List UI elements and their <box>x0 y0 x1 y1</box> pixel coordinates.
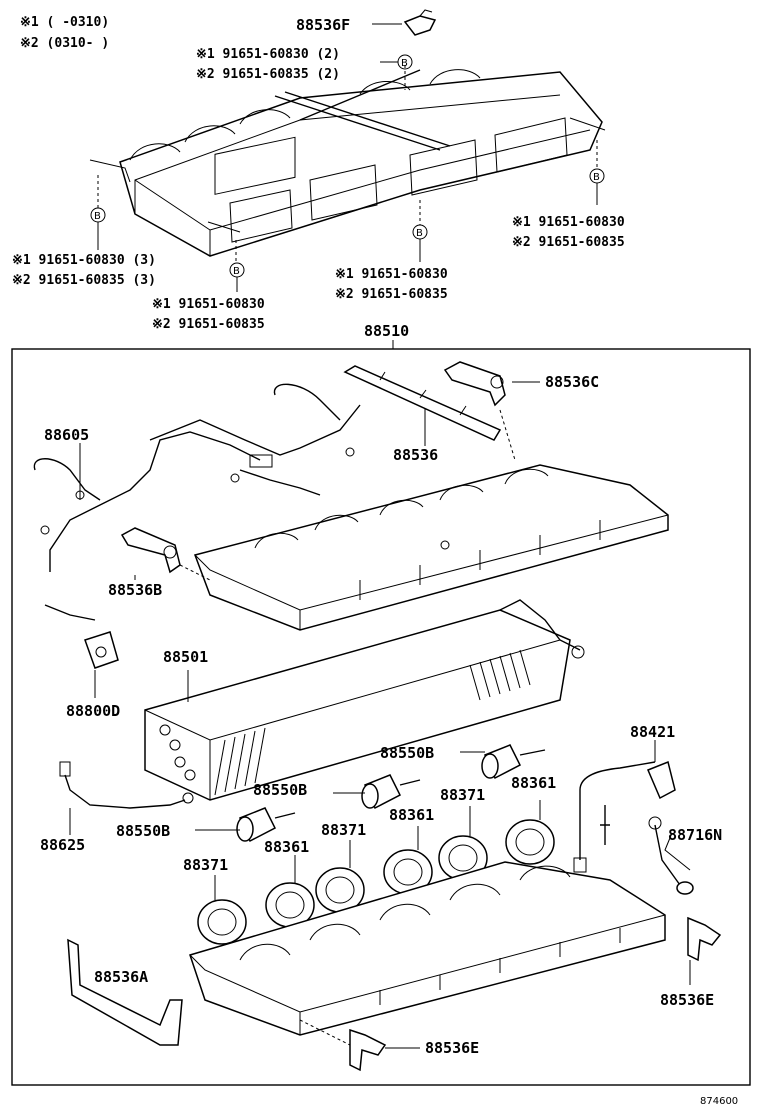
top-assembly-drawing <box>89 9 606 257</box>
part-88536E-bracket-2 <box>349 1028 387 1072</box>
label-88550B-1: 88550B <box>380 744 434 762</box>
part-88361-fan-1 <box>505 819 555 865</box>
part-88536E-bracket-1 <box>687 916 722 962</box>
bolt-mid-note-2: ※2 91651-60835 <box>335 287 448 302</box>
label-88501: 88501 <box>163 648 208 666</box>
label-88371-3: 88371 <box>183 856 228 874</box>
label-88536C: 88536C <box>545 373 599 391</box>
part-88371-fan-1 <box>438 835 488 881</box>
svg-text:B: B <box>416 228 423 239</box>
part-88625-wire <box>59 761 194 809</box>
label-88536F: 88536F <box>296 16 350 34</box>
bolt-marker-2: B <box>229 262 245 278</box>
bolt-marker-4: B <box>589 168 605 184</box>
label-88800D: 88800D <box>66 702 120 720</box>
bolt-marker-3: B <box>412 224 428 240</box>
bolt-low-note-1: ※1 91651-60830 <box>152 297 265 312</box>
label-88421: 88421 <box>630 723 675 741</box>
part-88501-evaporator <box>144 599 585 801</box>
bolt-mid-note-1: ※1 91651-60830 <box>335 267 448 282</box>
svg-text:B: B <box>233 266 240 277</box>
label-88536A: 88536A <box>94 968 148 986</box>
part-88536B-bracket <box>120 527 181 574</box>
part-88536-bracket <box>343 365 502 441</box>
label-88536E-1: 88536E <box>660 991 714 1009</box>
label-88550B-2: 88550B <box>253 781 307 799</box>
part-88550B-motor-2 <box>361 774 421 810</box>
bolt-marker-1: B <box>90 207 106 223</box>
part-88421-sensor <box>573 760 676 873</box>
note-2: ※2 (0310- ) <box>20 36 109 51</box>
svg-text:B: B <box>593 172 600 183</box>
bolt-left-note-2: ※2 91651-60835 (3) <box>12 273 156 288</box>
bolt-left-note-1: ※1 91651-60830 (3) <box>12 253 156 268</box>
label-88371-1: 88371 <box>440 786 485 804</box>
exploded-view-frame <box>11 348 751 1086</box>
label-88371-2: 88371 <box>321 821 366 839</box>
label-88550B-3: 88550B <box>116 822 170 840</box>
bolt-marker-5: B <box>397 54 413 70</box>
part-88371-fan-2 <box>315 867 365 913</box>
part-88536A-bracket <box>67 938 183 1046</box>
label-88716N: 88716N <box>668 826 722 844</box>
label-88361-2: 88361 <box>389 806 434 824</box>
svg-text:B: B <box>401 58 408 69</box>
part-88550B-motor-1 <box>481 744 546 780</box>
part-88536C-bracket <box>443 361 506 407</box>
upper-housing <box>194 464 669 631</box>
label-88605: 88605 <box>44 426 89 444</box>
note-1: ※1 ( -0310) <box>20 15 109 30</box>
label-88536E-2: 88536E <box>425 1039 479 1057</box>
bolt-low-note-2: ※2 91651-60835 <box>152 317 265 332</box>
assembly-label-88510: 88510 <box>364 322 409 340</box>
part-88800D-thermistor <box>44 604 119 669</box>
label-88625: 88625 <box>40 836 85 854</box>
svg-text:B: B <box>94 211 101 222</box>
label-88361-1: 88361 <box>511 774 556 792</box>
figure-number: 874600 <box>700 1096 738 1107</box>
bolt-right-note-2: ※2 91651-60835 <box>512 235 625 250</box>
part-88716N-hose <box>648 816 694 895</box>
bolt-right-note-1: ※1 91651-60830 <box>512 215 625 230</box>
part-88550B-motor-3 <box>236 807 296 843</box>
bolt-top-note-1: ※1 91651-60830 (2) <box>196 47 340 62</box>
label-88361-3: 88361 <box>264 838 309 856</box>
bolt-top-note-2: ※2 91651-60835 (2) <box>196 67 340 82</box>
label-88536: 88536 <box>393 446 438 464</box>
lower-housing <box>189 861 666 1036</box>
part-88371-fan-3 <box>197 899 247 945</box>
label-88536B: 88536B <box>108 581 162 599</box>
